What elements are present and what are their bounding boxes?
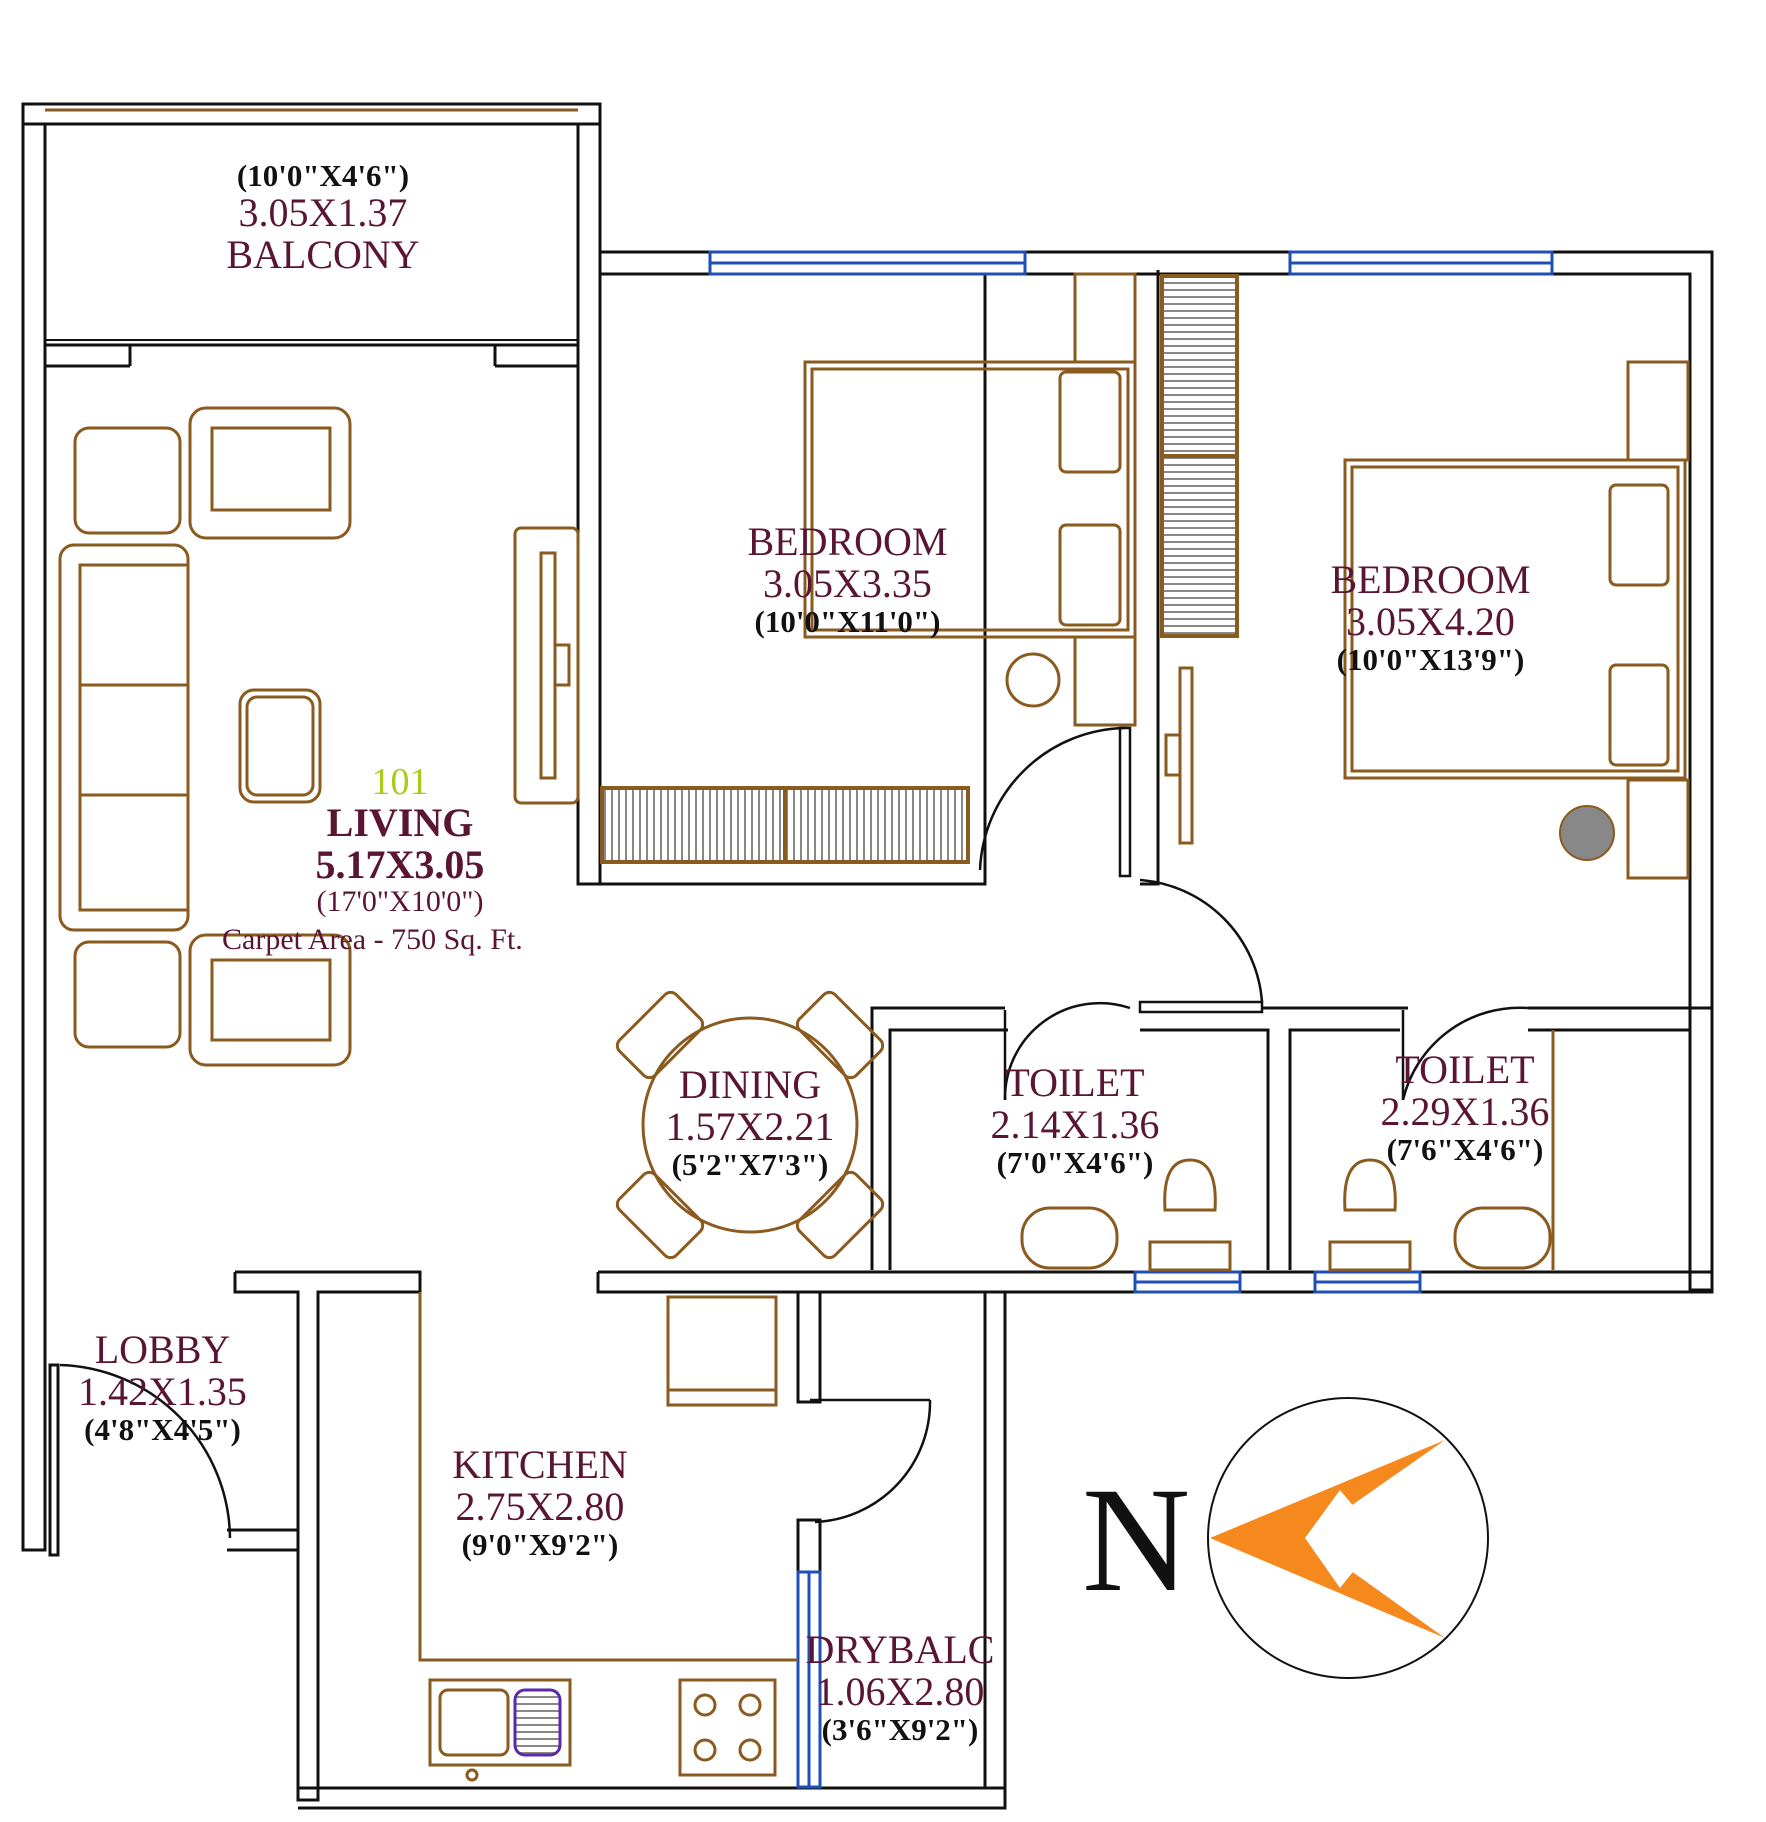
room-label-toilet-2: TOILET 2.29X1.36 (7'6"X4'6")	[1355, 1050, 1575, 1167]
living-imperial: (17'0"X10'0")	[316, 885, 484, 918]
kitchen-metric: 2.75X2.80	[455, 1484, 625, 1529]
toilet-1-metric: 2.14X1.36	[990, 1102, 1160, 1147]
doors	[59, 726, 1529, 1539]
room-label-toilet-1: TOILET 2.14X1.36 (7'0"X4'6")	[965, 1063, 1185, 1180]
room-label-bedroom-2: BEDROOM 3.05X4.20 (10'0"X13'9")	[1303, 560, 1558, 677]
toilet-1-imperial: (7'0"X4'6")	[996, 1145, 1154, 1180]
bedroom-stool	[1559, 805, 1615, 861]
toilet-2-name: TOILET	[1395, 1047, 1535, 1092]
room-label-balcony: (10'0"X4'6") 3.05X1.37 BALCONY	[218, 160, 428, 277]
walls	[21, 102, 1714, 1810]
room-label-bedroom-1: BEDROOM 3.05X3.35 (10'0"X11'0")	[720, 522, 975, 639]
room-label-drybalc: DRYBALC 1.06X2.80 (3'6"X9'2")	[790, 1630, 1010, 1747]
balcony-name: BALCONY	[226, 232, 420, 277]
dining-metric: 1.57X2.21	[665, 1104, 835, 1149]
living-metric: 5.17X3.05	[315, 842, 485, 887]
drybalc-name: DRYBALC	[805, 1627, 995, 1672]
lobby-metric: 1.42X1.35	[78, 1369, 247, 1414]
balcony-metric: 3.05X1.37	[238, 190, 408, 235]
toilet-2-metric: 2.29X1.36	[1380, 1089, 1550, 1134]
kitchen-imperial: (9'0"X9'2")	[461, 1527, 619, 1562]
room-label-lobby: LOBBY 1.42X1.35 (4'8"X4'5")	[60, 1330, 265, 1447]
bedroom-2-metric: 3.05X4.20	[1346, 599, 1515, 644]
compass-north-label: N	[1082, 1457, 1191, 1623]
unit-number: 101	[371, 761, 429, 803]
balcony-walls	[21, 102, 602, 345]
kitchen-name: KITCHEN	[452, 1442, 628, 1487]
living-name: LIVING	[326, 800, 474, 845]
toilet-2-imperial: (7'6"X4'6")	[1386, 1132, 1544, 1167]
drybalc-metric: 1.06X2.80	[815, 1669, 985, 1714]
north-compass-icon	[1207, 1397, 1489, 1679]
windows	[708, 250, 1554, 1789]
room-label-dining: DINING 1.57X2.21 (5'2"X7'3")	[640, 1065, 860, 1182]
drybalc-imperial: (3'6"X9'2")	[821, 1712, 979, 1747]
carpet-area: Carpet Area - 750 Sq. Ft.	[222, 923, 523, 956]
toilet-1-name: TOILET	[1005, 1060, 1145, 1105]
bedroom-2-imperial: (10'0"X13'9")	[1336, 642, 1525, 677]
lobby-imperial: (4'8"X4'5")	[84, 1412, 241, 1447]
sink-drainer	[513, 1688, 562, 1757]
furniture	[58, 272, 1690, 1782]
room-label-living: 101 LIVING 5.17X3.05 (17'0"X10'0")	[230, 763, 570, 919]
bedroom-1-name: BEDROOM	[747, 519, 948, 564]
dining-imperial: (5'2"X7'3")	[671, 1147, 829, 1182]
dining-name: DINING	[678, 1062, 822, 1107]
balcony-imperial: (10'0"X4'6")	[236, 158, 410, 193]
bedroom-2-name: BEDROOM	[1330, 557, 1531, 602]
lobby-name: LOBBY	[94, 1327, 231, 1372]
bedroom-1-imperial: (10'0"X11'0")	[754, 604, 941, 639]
bedroom-1-metric: 3.05X3.35	[763, 561, 932, 606]
room-label-kitchen: KITCHEN 2.75X2.80 (9'0"X9'2")	[430, 1445, 650, 1562]
